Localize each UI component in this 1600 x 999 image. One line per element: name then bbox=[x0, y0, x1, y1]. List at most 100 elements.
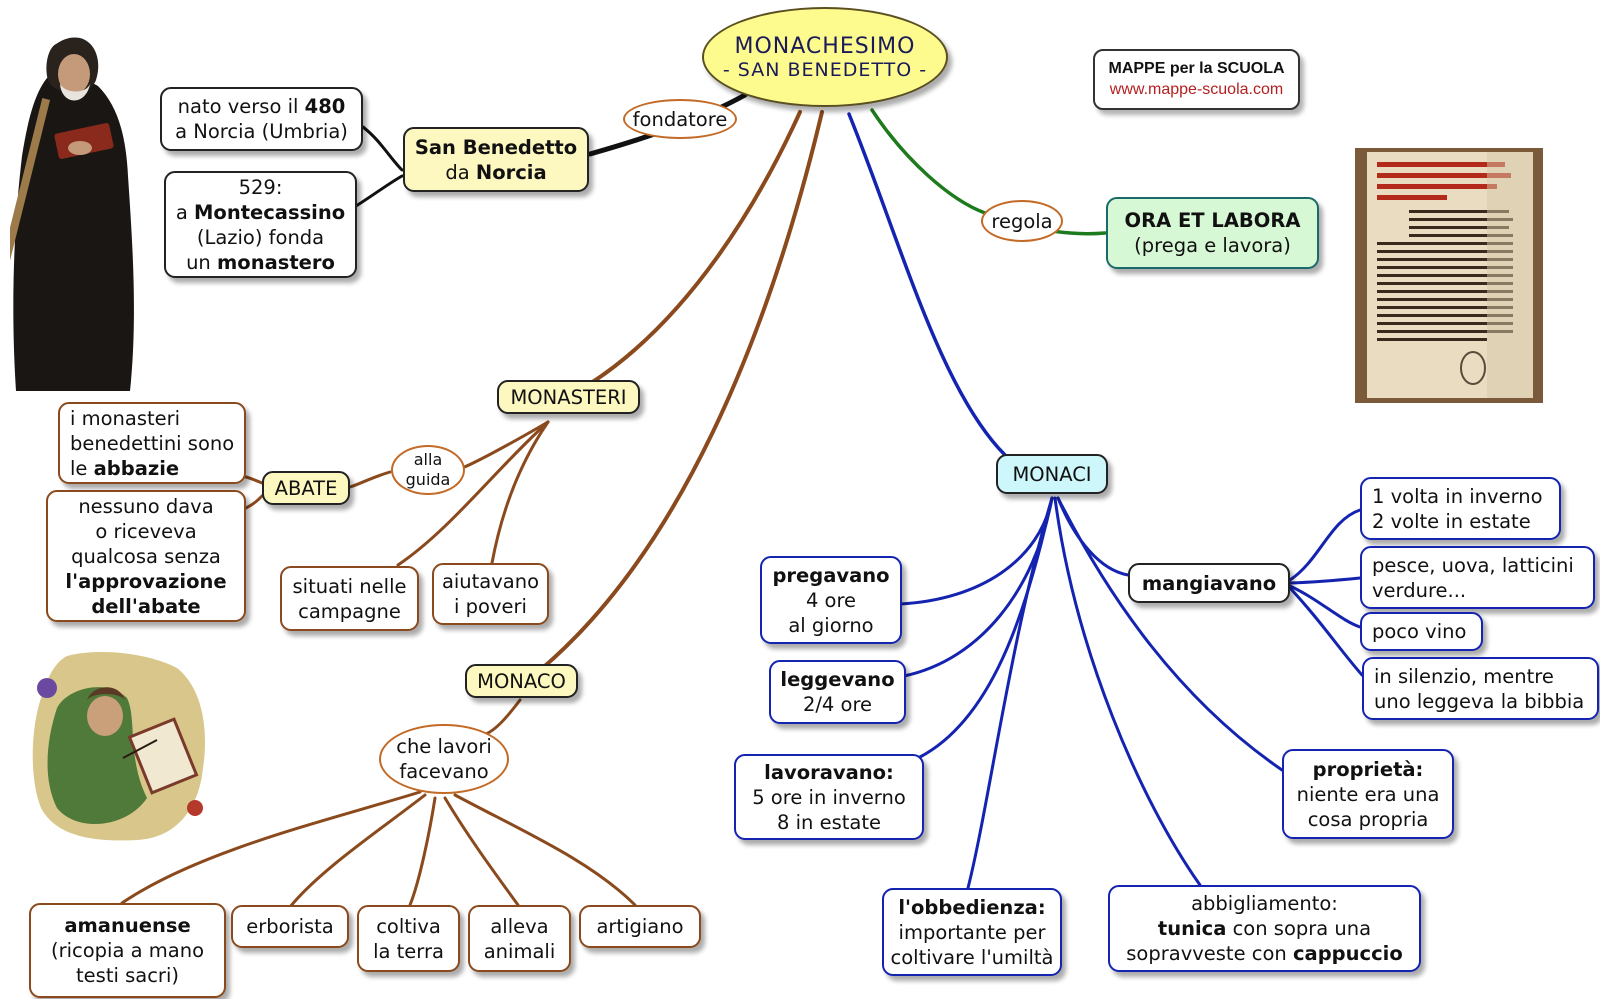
pregavano-line1: pregavano bbox=[772, 563, 890, 587]
abbazie-line1: i monasteri bbox=[70, 406, 181, 430]
node-erborista: erborista bbox=[231, 905, 349, 948]
birth-pre: nato verso il bbox=[177, 95, 305, 118]
brand-box: MAPPE per la SCUOLA www.mappe-scuola.com bbox=[1093, 49, 1300, 110]
rule-manuscript bbox=[1355, 148, 1543, 403]
abbigliamento-line3: sopravveste con cappuccio bbox=[1126, 941, 1402, 966]
coltiva-line2: la terra bbox=[373, 939, 444, 963]
abbigliamento-pre3: sopravveste con bbox=[1126, 942, 1293, 965]
campagne-line2: campagne bbox=[298, 599, 401, 623]
node-lavoravano: lavoravano: 5 ore in inverno 8 in estate bbox=[734, 754, 924, 840]
node-monaci: MONACI bbox=[996, 454, 1108, 494]
proprieta-line1: proprietà: bbox=[1312, 757, 1424, 781]
montecassino-line4: un monastero bbox=[186, 250, 335, 275]
pregavano-line3: al giorno bbox=[788, 613, 874, 637]
node-proprieta: proprietà: niente era una cosa propria bbox=[1282, 749, 1454, 839]
node-mangiavano-silenzio: in silenzio, mentre uno leggeva la bibbi… bbox=[1362, 657, 1599, 720]
monaco-label: MONACO bbox=[477, 669, 566, 693]
abbazie-bold3: abbazie bbox=[93, 456, 180, 480]
san-benedetto-line2: da Norcia bbox=[445, 160, 546, 185]
san-benedetto-line1: San Benedetto bbox=[414, 135, 578, 159]
node-approvazione: nessuno dava o riceveva qualcosa senza l… bbox=[46, 490, 246, 622]
silenzio-line2: uno leggeva la bibbia bbox=[1374, 689, 1585, 713]
abbigliamento-bold3: cappuccio bbox=[1293, 942, 1403, 965]
node-abbigliamento: abbigliamento: tunica con sopra una sopr… bbox=[1108, 885, 1421, 972]
cibo-line1: pesce, uova, latticini bbox=[1372, 553, 1574, 577]
poveri-line1: aiutavano bbox=[441, 570, 540, 593]
vino-line1: poco vino bbox=[1372, 620, 1467, 643]
lavoravano-line1: lavoravano: bbox=[764, 760, 894, 784]
node-amanuense: amanuense (ricopia a mano testi sacri) bbox=[29, 903, 226, 998]
erborista-label: erborista bbox=[246, 915, 334, 938]
node-birth: nato verso il 480 a Norcia (Umbria) bbox=[160, 87, 363, 151]
poveri-line2: i poveri bbox=[454, 595, 527, 618]
approvazione-line2: o riceveva bbox=[95, 519, 197, 543]
node-alleva: alleva animali bbox=[468, 905, 571, 972]
ora-et-labora-line1: ORA ET LABORA bbox=[1124, 209, 1301, 232]
node-campagne: situati nelle campagne bbox=[280, 566, 419, 631]
amanuense-line2: (ricopia a mano bbox=[50, 939, 205, 962]
alleva-line1: alleva bbox=[490, 914, 549, 938]
mangiavano-label: mangiavano bbox=[1141, 571, 1277, 595]
san-benedetto-pre: da bbox=[445, 160, 476, 184]
birth-line1: nato verso il 480 bbox=[178, 94, 346, 119]
node-montecassino: 529: a Montecassino (Lazio) fonda un mon… bbox=[164, 171, 357, 278]
link-che-lavori-line2: facevano bbox=[399, 760, 489, 783]
montecassino-bold2: Montecassino bbox=[194, 200, 346, 224]
link-alla-guida-line1: alla bbox=[413, 450, 443, 469]
campagne-line1: situati nelle bbox=[292, 574, 407, 598]
birth-bold: 480 bbox=[304, 95, 346, 118]
link-fondatore: fondatore bbox=[623, 99, 737, 139]
abbazie-line2: benedettini sono bbox=[70, 431, 235, 455]
node-pregavano: pregavano 4 ore al giorno bbox=[760, 556, 902, 644]
node-leggevano: leggevano 2/4 ore bbox=[769, 660, 906, 724]
approvazione-line4: l'approvazione bbox=[65, 569, 227, 593]
frequenza-line2: 2 volte in estate bbox=[1372, 509, 1531, 533]
lavoravano-line2: 5 ore in inverno bbox=[752, 785, 906, 809]
approvazione-line1: nessuno dava bbox=[78, 494, 214, 518]
montecassino-bold4: monastero bbox=[216, 250, 335, 274]
lavoravano-line3: 8 in estate bbox=[777, 810, 881, 834]
cibo-line2: verdure... bbox=[1372, 578, 1467, 602]
link-che-lavori: che lavori facevano bbox=[379, 724, 509, 794]
amanuense-line3: testi sacri) bbox=[76, 964, 179, 987]
node-mangiavano: mangiavano bbox=[1128, 563, 1290, 603]
artigiano-label: artigiano bbox=[596, 915, 684, 938]
monasteri-label: MONASTERI bbox=[510, 385, 627, 409]
link-che-lavori-line1: che lavori bbox=[396, 735, 492, 758]
montecassino-line3: (Lazio) fonda bbox=[196, 225, 325, 249]
abbazie-line3: le abbazie bbox=[70, 456, 179, 481]
abbigliamento-line2: tunica con sopra una bbox=[1158, 916, 1371, 941]
title-line1: MONACHESIMO bbox=[734, 33, 916, 59]
obbedienza-line1: l'obbedienza: bbox=[898, 895, 1046, 919]
abbigliamento-bold2: tunica bbox=[1157, 917, 1227, 940]
proprieta-line3: cosa propria bbox=[1307, 807, 1429, 831]
montecassino-pre2: a bbox=[175, 200, 195, 224]
abbazie-pre3: le bbox=[70, 456, 94, 480]
brand-name: MAPPE per la SCUOLA bbox=[1108, 60, 1285, 77]
approvazione-line5: dell'abate bbox=[91, 594, 201, 618]
abbigliamento-post2: con sopra una bbox=[1226, 917, 1372, 940]
node-ora-et-labora: ORA ET LABORA (prega e lavora) bbox=[1106, 197, 1319, 269]
link-alla-guida: alla guida bbox=[391, 445, 465, 495]
approvazione-line3: qualcosa senza bbox=[71, 544, 221, 568]
node-mangiavano-cibo: pesce, uova, latticini verdure... bbox=[1360, 546, 1595, 609]
monaci-label: MONACI bbox=[1012, 462, 1092, 486]
node-monaco: MONACO bbox=[465, 664, 578, 698]
montecassino-line1: 529: bbox=[238, 175, 283, 199]
birth-line2: a Norcia (Umbria) bbox=[175, 120, 348, 143]
pregavano-line2: 4 ore bbox=[805, 588, 857, 612]
abbigliamento-line1: abbigliamento: bbox=[1191, 892, 1338, 915]
node-abate: ABATE bbox=[262, 471, 350, 505]
amanuense-line1: amanuense bbox=[64, 914, 191, 937]
scribe-miniature bbox=[32, 652, 206, 841]
obbedienza-line2: importante per bbox=[898, 920, 1046, 944]
ora-et-labora-line2: (prega e lavora) bbox=[1134, 234, 1291, 257]
proprieta-line2: niente era una bbox=[1296, 782, 1440, 806]
node-mangiavano-frequenza: 1 volta in inverno 2 volte in estate bbox=[1360, 477, 1561, 540]
node-mangiavano-vino: poco vino bbox=[1360, 612, 1483, 651]
coltiva-line1: coltiva bbox=[376, 914, 441, 938]
brand-url[interactable]: www.mappe-scuola.com bbox=[1109, 81, 1284, 98]
main-title: MONACHESIMO - SAN BENEDETTO - bbox=[702, 7, 948, 107]
obbedienza-line3: coltivare l'umiltà bbox=[890, 945, 1054, 969]
